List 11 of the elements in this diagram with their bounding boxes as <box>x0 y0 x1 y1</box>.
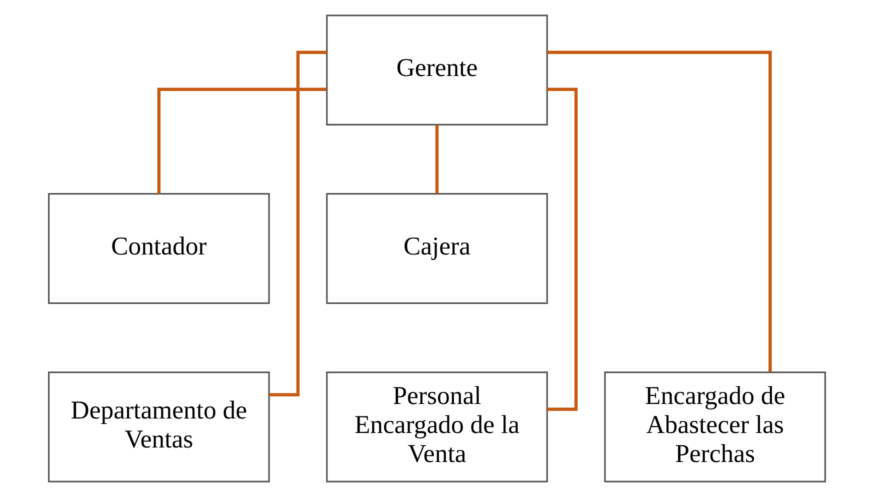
node-box: Cajera <box>326 192 548 304</box>
node-box: Departamento de Ventas <box>48 370 270 482</box>
connector <box>546 87 578 410</box>
connector <box>434 124 438 193</box>
node-box: Contador <box>48 192 270 304</box>
node-box: Encargado de Abastecer las Perchas <box>604 370 826 482</box>
connector <box>546 50 772 372</box>
node-box: Personal Encargado de la Venta <box>326 370 548 482</box>
connector <box>156 87 326 194</box>
connector <box>268 50 326 396</box>
node-box: Gerente <box>326 14 548 126</box>
